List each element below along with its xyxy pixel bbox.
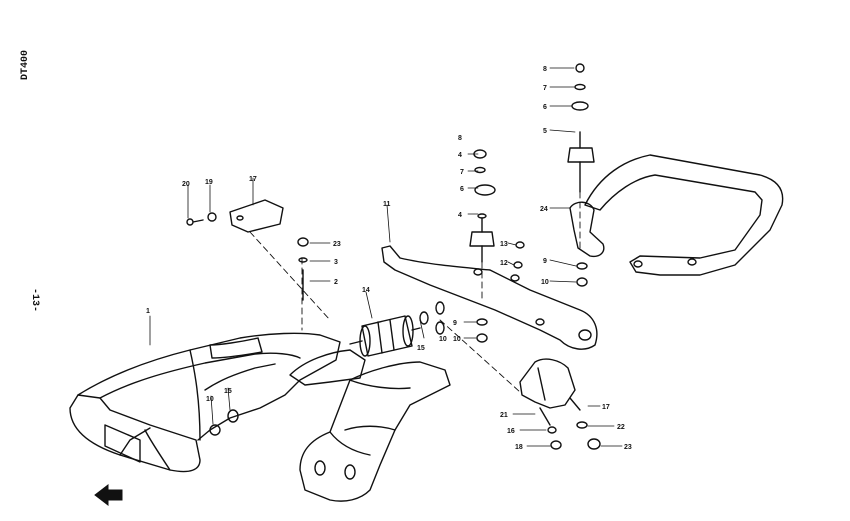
washer [435, 301, 445, 315]
engine-mount-lower [519, 358, 581, 411]
rubber-mount-upper [469, 213, 495, 263]
callout-17: 17 [249, 176, 257, 183]
front-arrow-icon [94, 483, 123, 507]
callout-14: 14 [362, 287, 370, 294]
callout-15: 15 [417, 345, 425, 352]
callout-4: 4 [458, 152, 462, 159]
callout-7: 7 [543, 85, 547, 92]
callout-15: 15 [224, 388, 232, 395]
callout-2: 2 [334, 279, 338, 286]
bracket-plate [229, 199, 284, 233]
callout-10: 10 [453, 336, 461, 343]
callout-23: 23 [333, 241, 341, 248]
cross-plate [381, 245, 598, 350]
leader-lines [149, 67, 623, 447]
callout-3: 3 [334, 259, 338, 266]
callout-17: 17 [602, 404, 610, 411]
link-stay [569, 201, 605, 258]
callout-8: 8 [458, 135, 462, 142]
callout-21: 21 [500, 412, 508, 419]
callout-9: 9 [453, 320, 457, 327]
callout-10: 10 [439, 336, 447, 343]
callout-13: 13 [500, 241, 508, 248]
callout-16: 16 [507, 428, 515, 435]
callout-23: 23 [624, 444, 632, 451]
callout-labels: 1 2 3 4 4 5 6 6 7 7 8 8 9 9 10 10 10 10 … [146, 66, 632, 451]
callout-9: 9 [543, 258, 547, 265]
callout-4: 4 [458, 212, 462, 219]
callout-6: 6 [543, 104, 547, 111]
assembly-lines [249, 191, 581, 393]
callout-19: 19 [205, 179, 213, 186]
callout-8: 8 [543, 66, 547, 73]
page-number: -13- [29, 288, 40, 313]
rubber-mount-top [567, 131, 595, 193]
rubber-mount-cylinder [349, 315, 421, 357]
callout-7: 7 [460, 169, 464, 176]
washer [419, 311, 429, 325]
pivot-arm [289, 349, 451, 502]
hardware-parts [186, 63, 601, 450]
callout-10: 10 [541, 279, 549, 286]
callout-6: 6 [460, 186, 464, 193]
callout-20: 20 [182, 181, 190, 188]
handle-frame [584, 154, 784, 276]
callout-10: 10 [206, 396, 214, 403]
callout-22: 22 [617, 424, 625, 431]
callout-18: 18 [515, 444, 523, 451]
callout-11: 11 [383, 201, 391, 208]
callout-24: 24 [540, 206, 548, 213]
main-bracket [69, 332, 341, 473]
callout-12: 12 [500, 260, 508, 267]
callout-1: 1 [146, 308, 150, 315]
callout-5: 5 [543, 128, 547, 135]
